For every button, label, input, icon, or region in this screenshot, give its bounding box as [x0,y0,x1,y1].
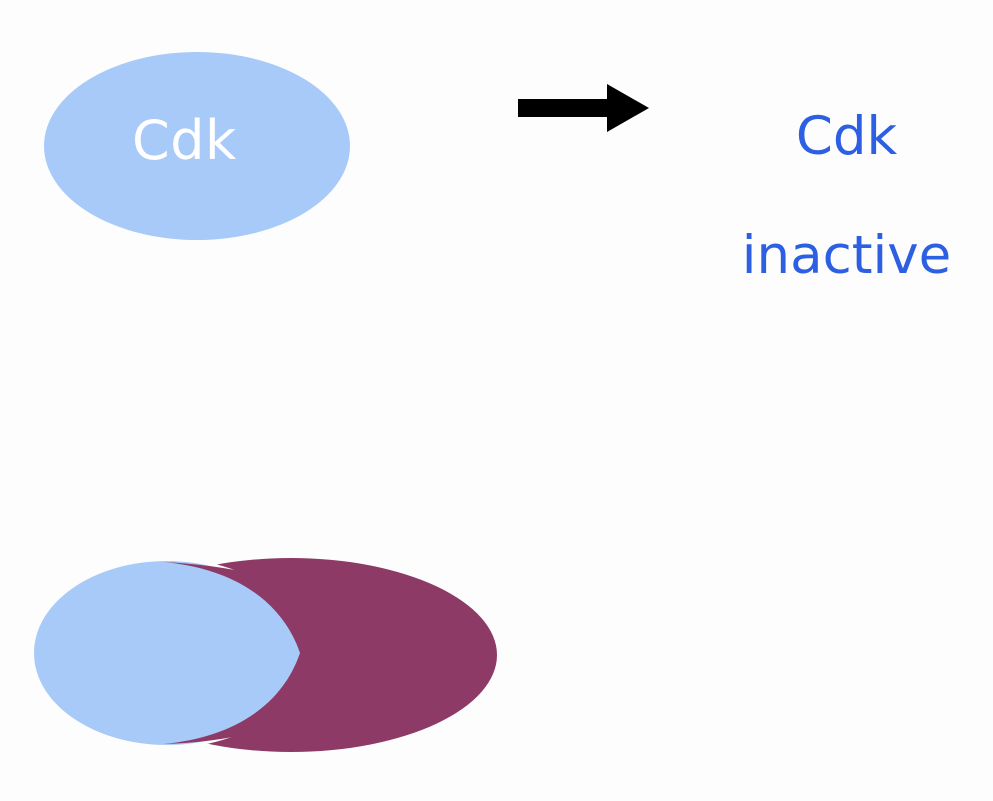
result-inactive-line-1: Cdk [795,106,898,168]
result-label-inactive: Cdk inactive [700,48,993,345]
cdk-ellipse-shape [44,52,350,240]
result-inactive-line-2: inactive [741,225,952,287]
cdk-shape-label: Cdk [132,109,237,172]
right-arrow-icon [515,82,655,138]
cyclin-overlap-crescent [163,562,398,744]
cdk-ellipse-shape-bound [34,561,300,745]
cdk-alone-shape-group [0,0,400,300]
diagram-row-inactive: Cdk Cdk inactive [0,0,993,400]
cdk-cyclin-complex-shape-group [34,558,497,752]
diagram-row-active: Cdk cyclin Cdk active [0,400,993,801]
